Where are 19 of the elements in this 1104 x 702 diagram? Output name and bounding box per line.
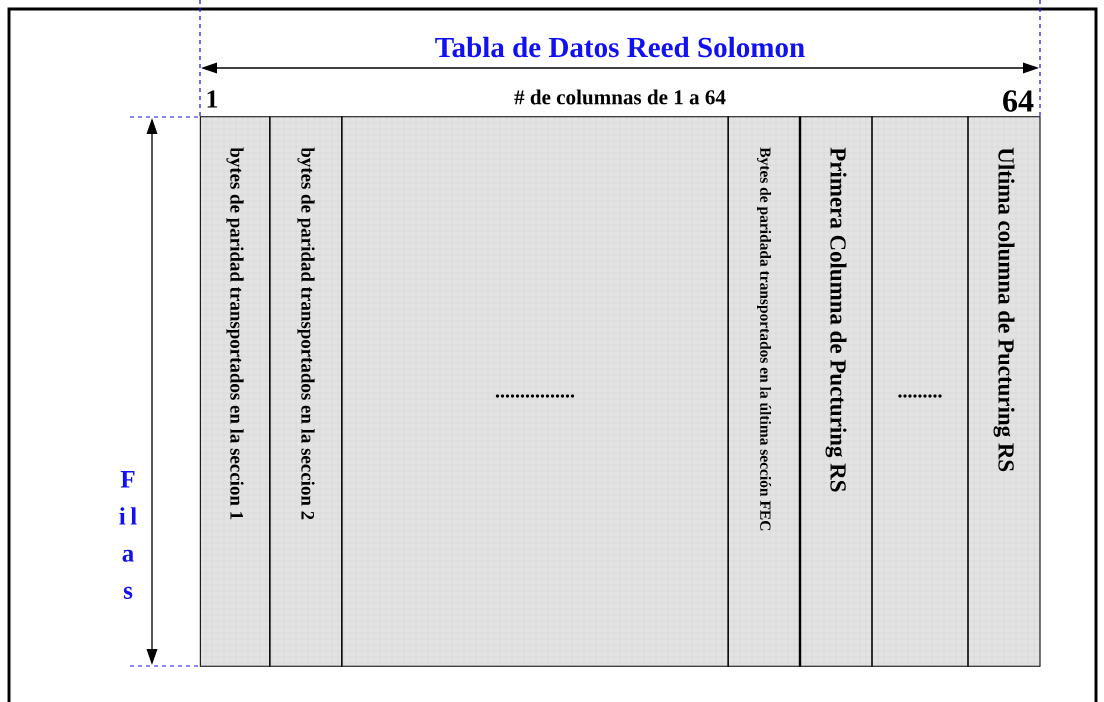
ellipsis: ................ <box>495 394 575 398</box>
ellipsis: ......... <box>898 394 942 398</box>
table-column <box>871 116 969 667</box>
column-number: 1 <box>207 90 218 108</box>
title: Tabla de Datos Reed Solomon <box>435 36 805 58</box>
column-label: bytes de paridad transportados en la seccion 1 <box>226 147 244 520</box>
axis-label: F i l a s <box>119 471 137 599</box>
table-column <box>967 116 1041 667</box>
axis-label: # de columnas de 1 a 64 <box>514 89 726 105</box>
column-label: Primera Columna de Pucturing RS <box>825 147 847 492</box>
table-column <box>199 116 271 667</box>
table-column <box>341 116 729 667</box>
table-column <box>727 116 801 667</box>
column-label: Bytes de paridada transportados en la última sección FEC <box>756 147 772 531</box>
column-label: Ultima columna de Pucturing RS <box>993 147 1015 472</box>
table-column <box>269 116 343 667</box>
table-column <box>799 116 873 667</box>
column-label: bytes de paridad transportados en la seccion 2 <box>297 147 315 520</box>
column-number: 64 <box>1003 90 1034 112</box>
